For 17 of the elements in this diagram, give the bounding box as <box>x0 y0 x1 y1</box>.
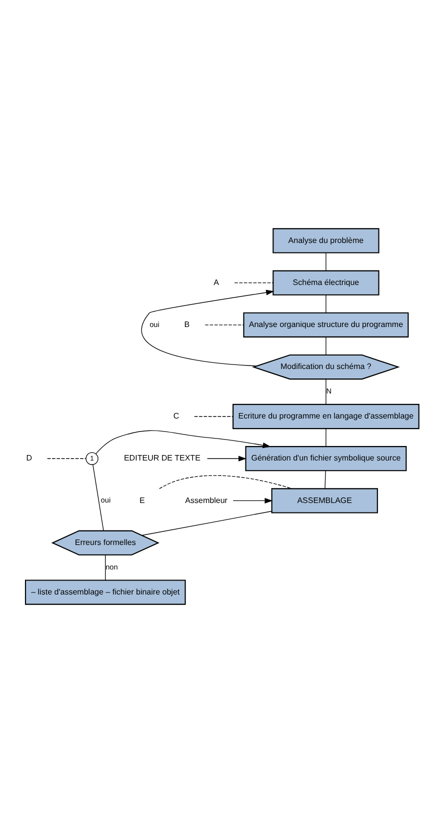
edge-label: N <box>326 386 332 396</box>
edge-label: non <box>106 562 118 572</box>
edge-label: oui <box>150 320 160 329</box>
arrow <box>206 456 247 462</box>
connector <box>92 464 104 531</box>
arrow <box>141 290 274 366</box>
connector <box>234 282 274 284</box>
connector <box>194 416 234 417</box>
connector <box>324 470 326 489</box>
connector <box>47 458 86 459</box>
connector <box>105 554 106 580</box>
connector <box>159 475 292 489</box>
edge-label: oui <box>100 496 111 505</box>
arrow <box>232 498 273 504</box>
connector <box>142 510 272 536</box>
arrow <box>96 430 271 454</box>
connector <box>204 324 244 326</box>
